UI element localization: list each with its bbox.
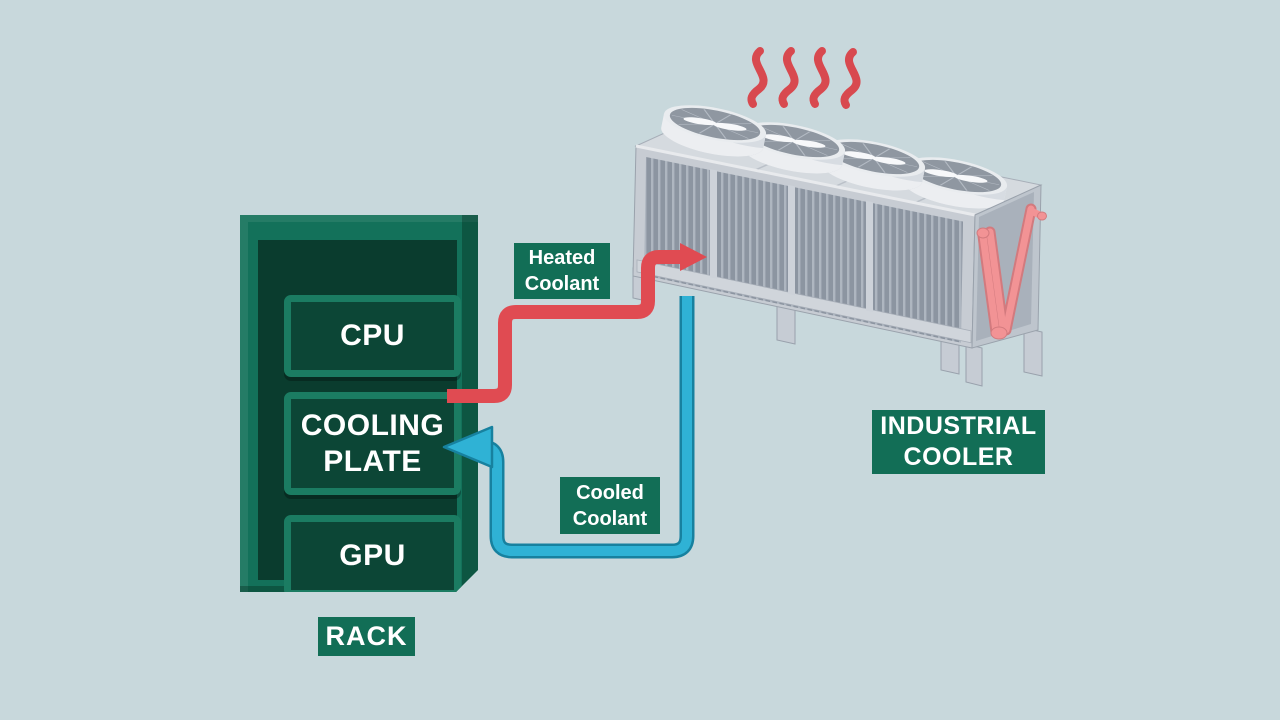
cooled-coolant-pipe xyxy=(442,296,695,559)
rack-inner-panel: CPU COOLING PLATE GPU xyxy=(258,240,457,580)
heat-wave-icon xyxy=(751,51,763,104)
rack-label: RACK xyxy=(318,617,415,656)
cooler-grille xyxy=(644,157,963,343)
cooled-coolant-label: Cooled Coolant xyxy=(560,477,660,534)
v-pipe-icon xyxy=(976,203,1047,340)
rack-slot-gpu: GPU xyxy=(284,515,461,597)
heat-wave-icon xyxy=(844,52,856,105)
cooling-plate-label: COOLING PLATE xyxy=(300,408,445,478)
heat-waves xyxy=(751,51,856,105)
heated-coolant-pipe xyxy=(447,243,707,403)
rack-slot-cpu: CPU xyxy=(284,295,461,377)
heat-wave-icon xyxy=(813,51,825,104)
arrow-left-icon xyxy=(442,425,494,469)
industrial-cooler-label: INDUSTRIAL COOLER xyxy=(872,410,1045,474)
rack-slot-cooling-plate: COOLING PLATE xyxy=(284,392,461,495)
arrow-right-icon xyxy=(680,243,707,271)
industrial-cooler-illustration xyxy=(632,97,1047,387)
gpu-label: GPU xyxy=(339,539,406,572)
heated-coolant-label: Heated Coolant xyxy=(514,243,610,299)
heat-wave-icon xyxy=(782,51,794,104)
cpu-label: CPU xyxy=(340,319,405,352)
server-rack: CPU COOLING PLATE GPU xyxy=(240,215,478,592)
